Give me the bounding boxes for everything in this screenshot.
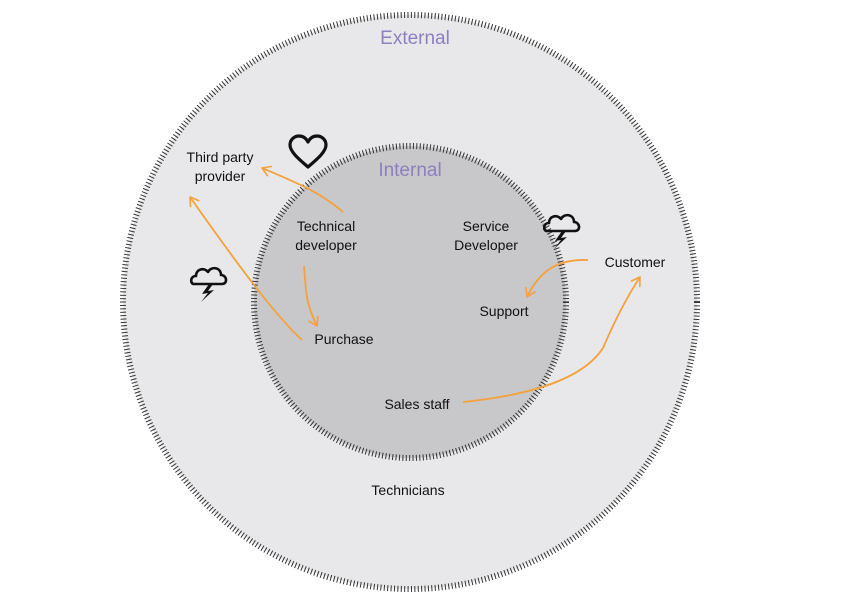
arrow-technical-developer-to-third-party [261,165,344,213]
arrow-technical-developer-to-purchase [303,265,319,327]
arrow-customer-to-support [525,259,589,298]
arrow-purchase-to-third-party [189,196,303,341]
third-party-provider-label: Third party provider [186,149,254,184]
heart-icon [288,134,328,169]
internal-zone-circle [251,143,569,461]
purchase-label: Purchase [314,331,374,347]
support-label: Support [479,303,529,319]
customer-label: Customer [604,254,666,270]
storm-cloud-icon [189,266,228,302]
technicians-label: Technicians [371,482,445,498]
service-developer-label: Service Developer [454,218,518,253]
storm-cloud-icon [542,213,581,249]
internal-zone-label: Internal [378,160,442,181]
sales-staff-label: Sales staff [384,396,450,412]
technical-developer-label: Technical developer [295,218,357,253]
external-zone-label: External [380,28,450,49]
arrow-sales-staff-to-customer [462,276,641,403]
